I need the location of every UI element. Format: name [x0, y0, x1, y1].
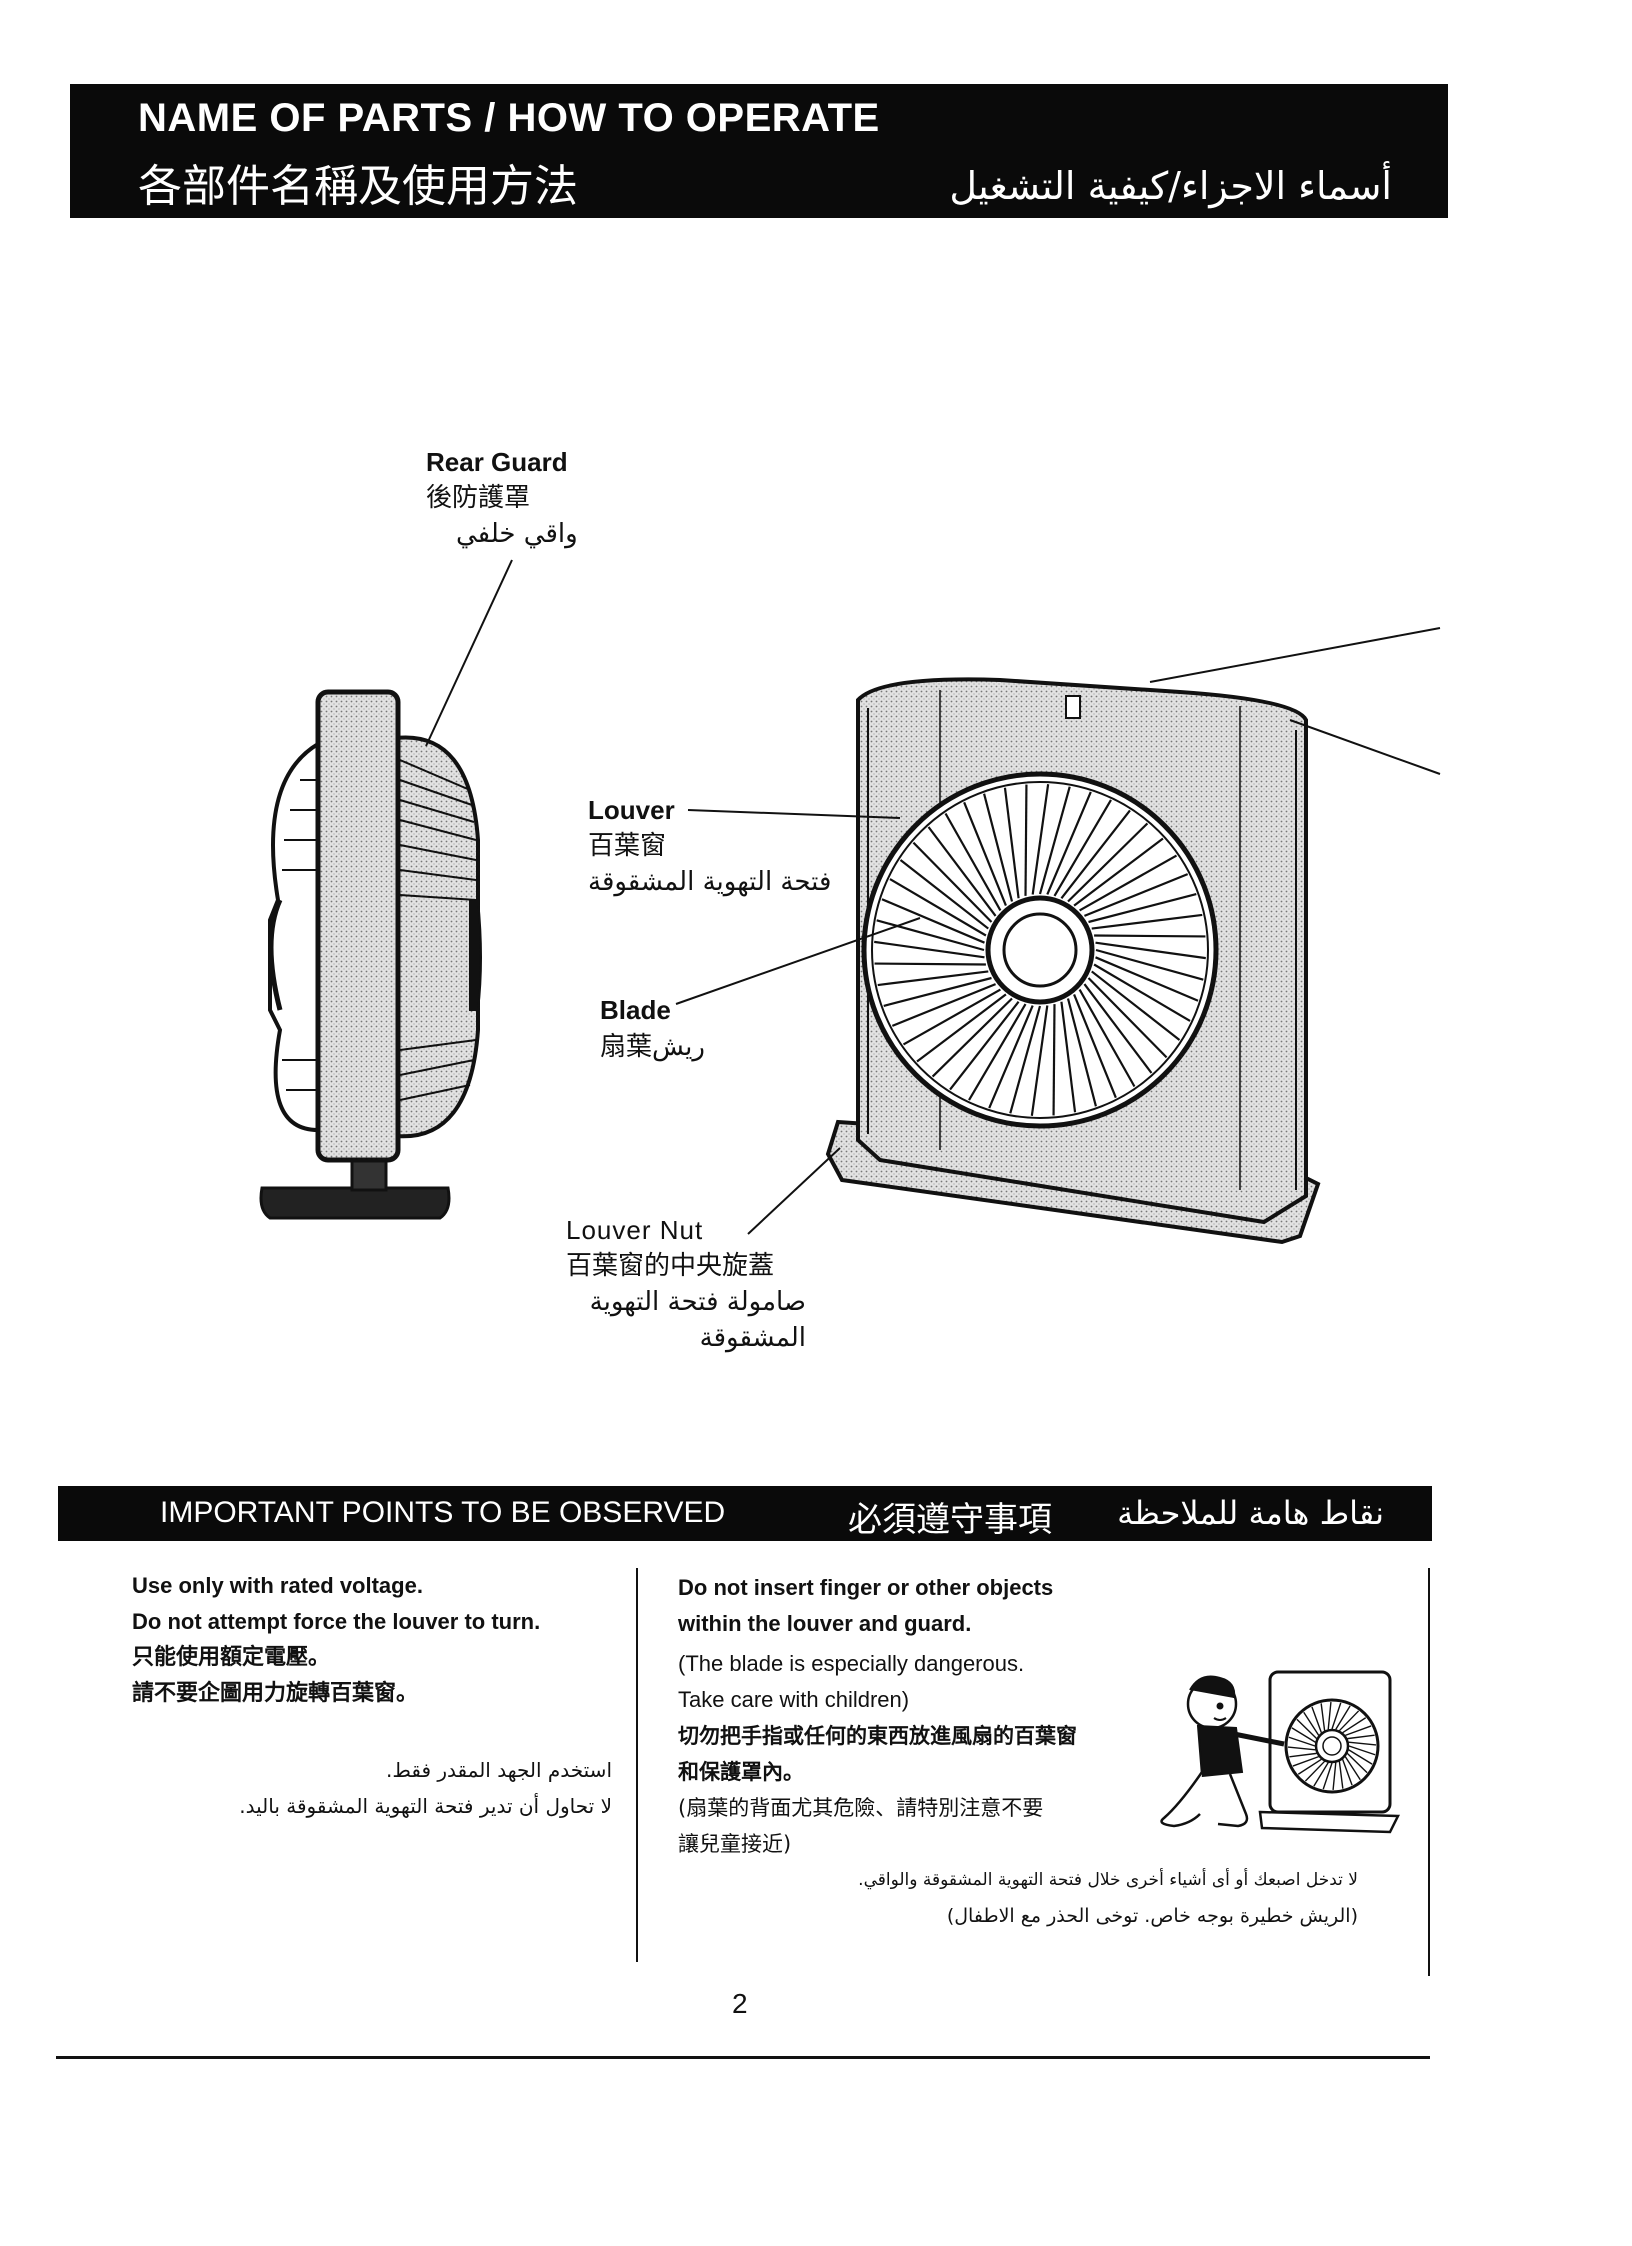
rear-guard-zh: 後防護罩 — [426, 483, 531, 513]
important-title-zh: 必須遵守事項 — [848, 1500, 1052, 1540]
right-ar-1: لا تدخل اصبعك أو أى أشياء أخرى خلال فتحة… — [858, 1870, 1358, 1890]
left-zh-1: 只能使用額定電壓。 — [132, 1645, 331, 1670]
blade-ar: ريش — [652, 1032, 705, 1062]
right-zh-3: (扇葉的背面尤其危險、請特別注意不要 — [678, 1796, 1044, 1820]
right-zh-4: 讓兒童接近) — [678, 1832, 792, 1856]
label-rear-guard: Rear Guard 後防護罩 واقي خلفي — [426, 444, 578, 552]
label-louver: Louver 百葉窗 فتحة التهوية المشقوقة — [588, 792, 831, 900]
left-column: Use only with rated voltage. Do not atte… — [132, 1568, 612, 1824]
right-column: Do not insert finger or other objects wi… — [678, 1570, 1358, 1934]
rear-guard-ar: واقي خلفي — [456, 519, 578, 549]
leader-rear-guard — [425, 559, 513, 747]
blade-zh: 扇葉 — [600, 1032, 653, 1062]
left-line-1: Use only with rated voltage. — [132, 1573, 423, 1598]
louver-en: Louver — [588, 795, 675, 825]
header-banner: NAME OF PARTS / HOW TO OPERATE 各部件名稱及使用方… — [70, 84, 1448, 218]
right-zh-1: 切勿把手指或任何的東西放進風扇的百葉窗 — [678, 1724, 1077, 1748]
page-number: 2 — [732, 1988, 748, 2019]
label-louver-nut: Louver Nut 百葉窗的中央旋蓋 صامولة فتحة التهوية … — [566, 1212, 806, 1356]
right-zh-2: 和保護罩內。 — [678, 1760, 804, 1784]
louver-ar: فتحة التهوية المشقوقة — [588, 867, 832, 897]
label-blade: Blade 扇葉ريش — [600, 992, 705, 1065]
title-zh: 各部件名稱及使用方法 — [138, 161, 578, 212]
louver-nut-ar-2: المشقوقة — [699, 1323, 806, 1353]
right-border — [1428, 1568, 1430, 1976]
rear-guard-en: Rear Guard — [426, 447, 568, 477]
title-en: NAME OF PARTS / HOW TO OPERATE — [138, 96, 880, 140]
column-divider — [636, 1568, 638, 1962]
title-ar: أسماء الاجزاء/كيفية التشغيل — [949, 164, 1392, 208]
left-zh-2: 請不要企圖用力旋轉百葉窗。 — [132, 1681, 419, 1706]
fan-illustration — [259, 559, 1441, 1245]
front-view-fan — [825, 677, 1321, 1245]
blade-translations: 扇葉ريش — [600, 1028, 705, 1065]
right-line-1: Do not insert finger or other objects — [678, 1575, 1054, 1600]
right-line-2: within the louver and guard. — [678, 1611, 972, 1636]
bottom-rule — [56, 2056, 1430, 2059]
important-title-en: IMPORTANT POINTS TO BE OBSERVED — [160, 1496, 726, 1529]
child-warning-illustration — [1160, 1670, 1400, 1834]
left-ar-1: استخدم الجهد المقدر فقط. — [386, 1758, 612, 1782]
leader-lines — [675, 627, 1441, 1235]
right-ar-2: (الريش خطيرة بوجه خاص. توخى الحذر مع الا… — [946, 1905, 1358, 1927]
side-view-fan — [259, 689, 482, 1220]
louver-nut-ar-1: صامولة فتحة التهوية — [589, 1287, 806, 1317]
right-note-2: Take care with children) — [678, 1687, 910, 1712]
important-points-bar: IMPORTANT POINTS TO BE OBSERVED 必須遵守事項 ن… — [58, 1486, 1432, 1541]
louver-zh: 百葉窗 — [588, 831, 667, 861]
louver-nut-zh: 百葉窗的中央旋蓋 — [566, 1251, 775, 1281]
important-title-ar: نقاط هامة للملاحظة — [1117, 1494, 1384, 1532]
left-line-2: Do not attempt force the louver to turn. — [132, 1609, 541, 1634]
blade-en: Blade — [600, 995, 671, 1025]
louver-nut-en: Louver Nut — [566, 1215, 704, 1245]
left-ar-2: لا تحاول أن تدير فتحة التهوية المشقوقة ب… — [239, 1794, 612, 1818]
right-note-1: (The blade is especially dangerous. — [678, 1651, 1025, 1676]
